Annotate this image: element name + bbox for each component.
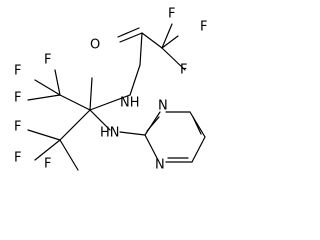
- bond: [89, 77, 93, 111]
- bond: [119, 131, 146, 136]
- ring-bond: [144, 111, 161, 136]
- atom-f1: F: [168, 7, 175, 22]
- bond: [34, 79, 61, 96]
- bond: [34, 139, 61, 161]
- double-bond: [119, 32, 143, 43]
- ring-bond: [191, 136, 206, 163]
- atom-f2: F: [200, 20, 207, 35]
- molecule-structure: F F F O NH F F F F F F HN N N: [14, 7, 207, 173]
- ring-bond: [146, 116, 160, 132]
- atom-nh-amide: NH: [120, 96, 140, 111]
- ring-bond: [144, 134, 159, 161]
- atom-f6: F: [14, 91, 21, 106]
- atom-f5: F: [14, 64, 21, 79]
- bond: [59, 139, 79, 171]
- bond: [89, 94, 131, 111]
- atom-n-ring-2: N: [155, 158, 165, 173]
- double-bond: [117, 27, 140, 38]
- atom-f7: F: [14, 120, 21, 135]
- bond: [59, 109, 91, 141]
- bond: [141, 32, 163, 49]
- bond: [27, 129, 61, 141]
- atom-o: O: [90, 38, 100, 53]
- atom-f3: F: [180, 63, 187, 78]
- bond: [139, 32, 143, 66]
- atom-f4: F: [44, 53, 51, 68]
- bond: [59, 94, 91, 111]
- bond: [161, 47, 186, 71]
- bond: [89, 109, 111, 131]
- bond: [129, 64, 141, 96]
- ring-bond: [192, 116, 202, 135]
- atom-f9: F: [44, 157, 51, 172]
- bond: [27, 94, 61, 101]
- ring-bond: [189, 111, 206, 138]
- bond: [161, 23, 173, 49]
- bond: [54, 69, 61, 96]
- structure-canvas: F F F O NH F F F F F F HN N N: [14, 7, 207, 173]
- bond: [161, 35, 179, 49]
- atom-hn-amine: HN: [100, 126, 120, 141]
- atom-f8: F: [14, 151, 21, 166]
- atom-n-ring-1: N: [158, 99, 168, 114]
